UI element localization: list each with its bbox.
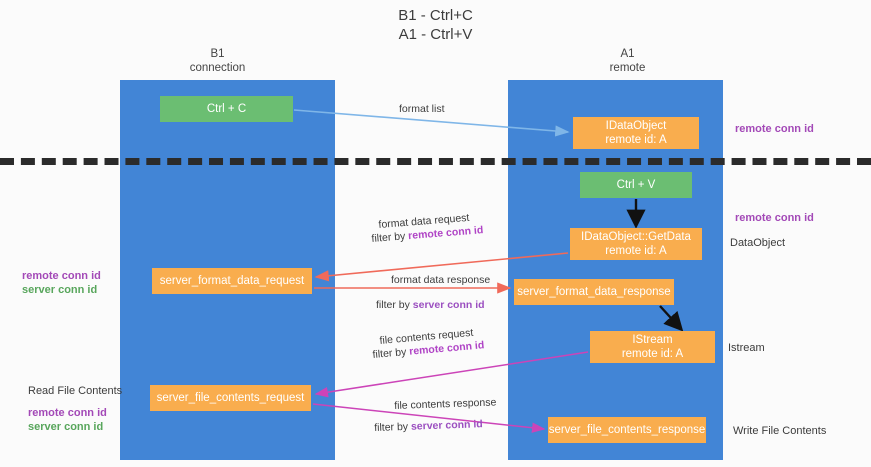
edge-label-format-list: format list xyxy=(399,103,445,115)
column-header-b1-role: connection xyxy=(189,62,246,74)
node-idataobject-line2: remote id: A xyxy=(605,134,667,146)
edge-label-file-contents-response-filter: filter by server conn id xyxy=(374,417,483,435)
column-header-a1-name: A1 xyxy=(620,48,635,60)
node-server-file-contents-request-label: server_file_contents_request xyxy=(156,392,305,404)
node-server-file-contents-request[interactable]: server_file_contents_request xyxy=(150,385,311,411)
filter-key-server-conn-id: server conn id xyxy=(410,418,483,433)
node-getdata-line1: IDataObject::GetData xyxy=(581,231,691,243)
annotation-istream: Istream xyxy=(728,342,765,354)
filter-prefix: filter by xyxy=(376,299,413,311)
node-server-file-contents-response-label: server_file_contents_response xyxy=(548,424,706,436)
node-istream-line1: IStream xyxy=(632,334,673,346)
annotation-write-file-contents: Write File Contents xyxy=(733,425,827,437)
column-header-b1-name: B1 xyxy=(210,48,225,60)
annotation-dataobject: DataObject xyxy=(730,237,786,249)
annotation-left-server-conn-id: server conn id xyxy=(22,284,98,296)
node-idataobject[interactable]: IDataObject remote id: A xyxy=(573,117,699,149)
node-idataobject-getdata[interactable]: IDataObject::GetData remote id: A xyxy=(570,228,702,260)
annotation-left-conn-ids: remote conn id server conn id xyxy=(22,269,101,297)
filter-prefix: filter by xyxy=(372,345,410,361)
node-server-format-data-request-label: server_format_data_request xyxy=(159,275,305,287)
annotation-left-remote-conn-id: remote conn id xyxy=(22,270,101,282)
annotation-left-server-conn-id-2: server conn id xyxy=(28,421,104,433)
edge-label-format-data-response: format data response xyxy=(391,274,491,286)
node-server-format-data-response-label: server_format_data_response xyxy=(517,286,671,298)
annotation-remote-conn-id-top: remote conn id xyxy=(735,123,814,135)
filter-key-server-conn-id: server conn id xyxy=(412,299,485,311)
title-line-2: A1 - Ctrl+V xyxy=(398,26,473,43)
annotation-read-file-contents: Read File Contents xyxy=(28,385,123,397)
annotation-remote-conn-id-mid: remote conn id xyxy=(735,212,814,224)
page-title: B1 - Ctrl+C A1 - Ctrl+V xyxy=(0,6,871,44)
node-istream[interactable]: IStream remote id: A xyxy=(590,331,715,363)
phase-divider xyxy=(0,158,871,165)
column-header-a1-role: remote xyxy=(609,62,646,74)
node-ctrl-c-label: Ctrl + C xyxy=(206,103,247,115)
edge-label-file-contents-response: file contents response xyxy=(394,396,497,412)
node-ctrl-v[interactable]: Ctrl + V xyxy=(580,172,692,198)
node-idataobject-line1: IDataObject xyxy=(605,120,667,132)
title-line-1: B1 - Ctrl+C xyxy=(398,7,473,24)
annotation-left-remote-conn-id-2: remote conn id xyxy=(28,407,107,419)
node-server-format-data-request[interactable]: server_format_data_request xyxy=(152,268,312,294)
node-ctrl-v-label: Ctrl + V xyxy=(616,179,656,191)
edge-label-format-data-response-filter: filter by server conn id xyxy=(376,298,485,312)
column-header-a1: A1 remote xyxy=(565,47,690,75)
filter-prefix: filter by xyxy=(374,420,412,434)
annotation-read-file-contents-group: Read File Contents remote conn id server… xyxy=(28,384,122,434)
node-server-format-data-response[interactable]: server_format_data_response xyxy=(514,279,674,305)
node-getdata-line2: remote id: A xyxy=(605,245,667,257)
filter-prefix: filter by xyxy=(371,230,409,245)
column-header-b1: B1 connection xyxy=(155,47,280,75)
node-ctrl-c[interactable]: Ctrl + C xyxy=(160,96,293,122)
node-server-file-contents-response[interactable]: server_file_contents_response xyxy=(548,417,706,443)
node-istream-line2: remote id: A xyxy=(621,348,684,360)
